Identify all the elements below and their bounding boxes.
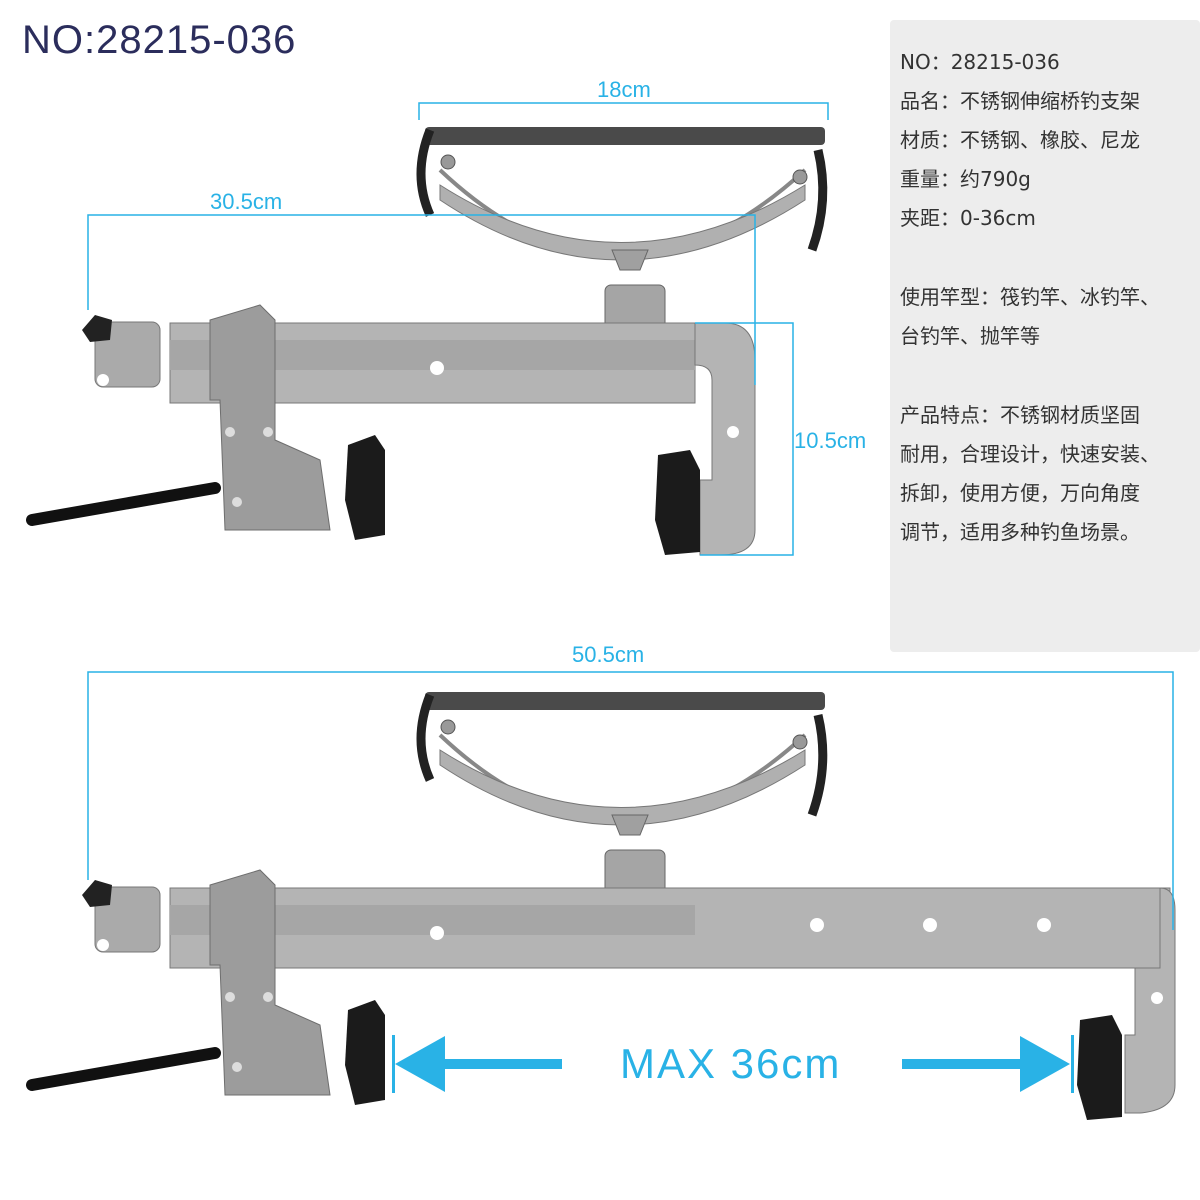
- spec-panel: NO：28215-036 品名：不锈钢伸缩桥钓支架 材质：不锈钢、橡胶、尼龙 重…: [890, 20, 1200, 652]
- bracket-extended: [32, 692, 1176, 1120]
- dim-closed-length: 30.5cm: [210, 189, 283, 214]
- max-arrows: [392, 1035, 1074, 1093]
- spec-line: 台钓竿、抛竿等: [900, 324, 1040, 348]
- product-number-title: NO:28215-036: [22, 18, 297, 62]
- clamp-pad: [1077, 1015, 1122, 1120]
- spec-line: NO：28215-036: [900, 50, 1060, 74]
- max-clamp-label: MAX 36cm: [620, 1040, 842, 1087]
- spec-line: 材质：不锈钢、橡胶、尼龙: [900, 128, 1140, 152]
- spec-line: 使用竿型：筏钓竿、冰钓竿、: [900, 285, 1160, 309]
- dim-extended-length: 50.5cm: [572, 642, 645, 667]
- bracket-closed: [32, 127, 825, 556]
- clamp-pad: [655, 450, 700, 555]
- hook: [694, 322, 756, 556]
- dim-rod-width: 18cm: [597, 77, 651, 102]
- spec-line: 拆卸，使用方便，万向角度: [900, 481, 1140, 505]
- dimension-lines: [87, 102, 1174, 930]
- spec-line: 夹距：0-36cm: [900, 206, 1036, 230]
- spec-line: 品名：不锈钢伸缩桥钓支架: [900, 89, 1140, 113]
- dim-hook-depth: 10.5cm: [794, 428, 867, 454]
- spec-line: 产品特点：不锈钢材质坚固: [900, 403, 1140, 427]
- hook: [1124, 887, 1176, 1114]
- spec-line: 调节，适用多种钓鱼场景。: [900, 520, 1140, 544]
- spec-line: 重量：约790g: [900, 167, 1031, 191]
- spec-line: 耐用，合理设计，快速安装、: [900, 442, 1160, 466]
